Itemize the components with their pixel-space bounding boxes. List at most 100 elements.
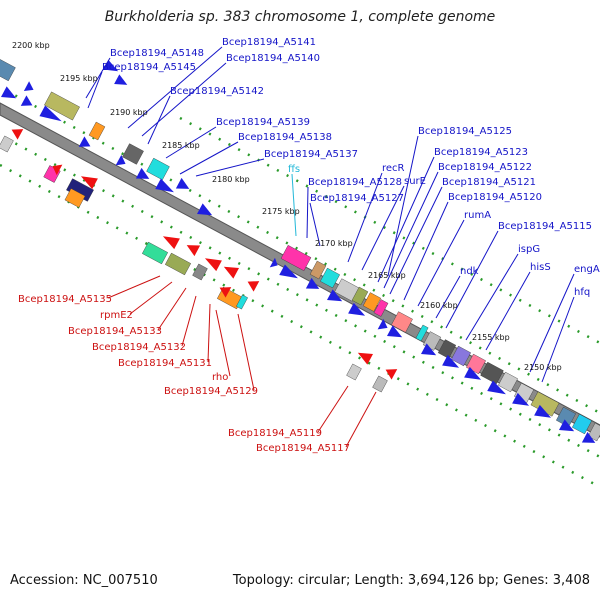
forward-gene-label-bcep18194-a5125[interactable]: Bcep18194_A5125 bbox=[418, 126, 512, 137]
forward-gene-block bbox=[88, 121, 106, 141]
reverse-gene-label-bcep18194-a5119[interactable]: Bcep18194_A5119 bbox=[228, 428, 322, 439]
scale-tick-label: 2165 kbp bbox=[368, 271, 406, 280]
forward-gene-arrow bbox=[114, 74, 128, 85]
forward-gene-arrow bbox=[269, 257, 278, 268]
forward-gene-block bbox=[373, 299, 389, 317]
forward-gene-block bbox=[334, 278, 360, 302]
scale-tick-label: 2195 kbp bbox=[60, 74, 98, 83]
leader-line bbox=[195, 158, 265, 177]
reverse-gene-arrow bbox=[204, 258, 222, 272]
forward-gene-label-ispg[interactable]: ispG bbox=[518, 244, 540, 255]
forward-gene-label-bcep18194-a5148[interactable]: Bcep18194_A5148 bbox=[110, 48, 204, 59]
leader-line bbox=[157, 287, 187, 331]
reverse-gene-block bbox=[64, 188, 86, 208]
reverse-gene-label-bcep18194-a5133[interactable]: Bcep18194_A5133 bbox=[68, 326, 162, 337]
reverse-gene-arrow bbox=[11, 129, 24, 140]
forward-gene-arrow bbox=[534, 404, 552, 418]
reverse-gene-arrow bbox=[52, 164, 63, 176]
forward-gene-block bbox=[362, 292, 382, 312]
reverse-gene-label-rho[interactable]: rho bbox=[212, 372, 228, 383]
reverse-gene-label-bcep18194-a5117[interactable]: Bcep18194_A5117 bbox=[256, 443, 350, 454]
forward-gene-label-hfq[interactable]: hfq bbox=[574, 287, 590, 298]
reverse-gene-block bbox=[164, 252, 192, 276]
forward-gene-block bbox=[451, 345, 471, 367]
forward-gene-arrow bbox=[464, 366, 482, 380]
forward-gene-label-bcep18194-a5123[interactable]: Bcep18194_A5123 bbox=[434, 147, 528, 158]
reverse-gene-block bbox=[0, 135, 14, 153]
reverse-gene-label-bcep18194-a5131[interactable]: Bcep18194_A5131 bbox=[118, 358, 212, 369]
forward-gene-label-bcep18194-a5139[interactable]: Bcep18194_A5139 bbox=[216, 117, 310, 128]
forward-gene-label-sure[interactable]: surE bbox=[404, 176, 426, 187]
forward-gene-label-ruma[interactable]: rumA bbox=[464, 210, 491, 221]
leader-line bbox=[181, 295, 197, 347]
leader-line bbox=[345, 391, 377, 448]
forward-gene-arrow bbox=[23, 81, 34, 91]
forward-gene-arrow bbox=[39, 105, 62, 122]
leader-line bbox=[215, 309, 231, 377]
reverse-gene-label-bcep18194-a5135[interactable]: Bcep18194_A5135 bbox=[18, 294, 112, 305]
leader-line bbox=[377, 156, 435, 283]
dotted-ring-outer bbox=[179, 116, 600, 345]
forward-gene-label-enga[interactable]: engA bbox=[574, 264, 600, 275]
forward-gene-arrow bbox=[442, 354, 460, 368]
reverse-gene-label-bcep18194-a5129[interactable]: Bcep18194_A5129 bbox=[164, 386, 258, 397]
reverse-gene-label-bcep18194-a5132[interactable]: Bcep18194_A5132 bbox=[92, 342, 186, 353]
leader-line bbox=[309, 202, 321, 247]
forward-gene-block bbox=[280, 244, 312, 272]
forward-gene-arrow bbox=[279, 264, 298, 279]
forward-gene-block bbox=[44, 91, 80, 121]
forward-gene-label-bcep18194-a5120[interactable]: Bcep18194_A5120 bbox=[448, 192, 542, 203]
leader-line bbox=[417, 219, 465, 307]
leader-line bbox=[129, 281, 173, 315]
forward-gene-label-bcep18194-a5121[interactable]: Bcep18194_A5121 bbox=[442, 177, 536, 188]
forward-gene-block bbox=[572, 413, 592, 435]
forward-gene-label-bcep18194-a5140[interactable]: Bcep18194_A5140 bbox=[226, 53, 320, 64]
forward-gene-arrow bbox=[0, 86, 17, 99]
forward-gene-label-bcep18194-a5138[interactable]: Bcep18194_A5138 bbox=[238, 132, 332, 143]
leader-line bbox=[306, 186, 309, 239]
genome-info-text: Topology: circular; Length: 3,694,126 bp… bbox=[232, 573, 590, 588]
forward-gene-block bbox=[587, 422, 600, 442]
scale-tick-label: 2185 kbp bbox=[162, 141, 200, 150]
scale-tick-label: 2190 kbp bbox=[110, 108, 148, 117]
leader-line bbox=[445, 230, 499, 329]
scale-tick-label: 2175 kbp bbox=[262, 207, 300, 216]
forward-gene-label-recr[interactable]: recR bbox=[382, 163, 405, 174]
forward-gene-label-bcep18194-a5128[interactable]: Bcep18194_A5128 bbox=[308, 177, 402, 188]
forward-gene-label-bcep18194-a5115[interactable]: Bcep18194_A5115 bbox=[498, 221, 592, 232]
leader-line bbox=[291, 173, 297, 237]
forward-gene-block bbox=[351, 286, 369, 306]
forward-gene-label-bcep18194-a5141[interactable]: Bcep18194_A5141 bbox=[222, 37, 316, 48]
forward-gene-label-bcep18194-a5127[interactable]: Bcep18194_A5127 bbox=[310, 193, 404, 204]
forward-gene-arrow bbox=[487, 380, 506, 395]
forward-gene-block bbox=[122, 143, 144, 165]
leader-line bbox=[383, 171, 439, 289]
forward-gene-label-bcep18194-a5142[interactable]: Bcep18194_A5142 bbox=[170, 86, 264, 97]
reverse-gene-arrow bbox=[357, 352, 374, 365]
forward-gene-label-hiss[interactable]: hisS bbox=[530, 262, 551, 273]
dotted-ring-1 bbox=[0, 133, 600, 459]
forward-gene-arrow bbox=[326, 289, 343, 302]
forward-gene-label-bcep18194-a5122[interactable]: Bcep18194_A5122 bbox=[438, 162, 532, 173]
forward-strand-features bbox=[0, 59, 600, 443]
leader-line bbox=[317, 385, 349, 433]
forward-gene-arrow bbox=[420, 343, 437, 356]
forward-gene-label-ndk[interactable]: ndk bbox=[460, 266, 479, 277]
scale-tick-label: 2200 kbp bbox=[12, 41, 50, 50]
rna-label-ffs[interactable]: ffs bbox=[288, 164, 300, 175]
label-leader-lines bbox=[85, 46, 575, 448]
leader-line bbox=[87, 71, 103, 109]
scale-tick-label: 2160 kbp bbox=[420, 301, 458, 310]
forward-gene-label-bcep18194-a5145[interactable]: Bcep18194_A5145 bbox=[102, 62, 196, 73]
reverse-gene-block bbox=[192, 263, 208, 281]
leader-line bbox=[237, 313, 255, 391]
leader-line bbox=[165, 126, 217, 159]
reverse-gene-arrow bbox=[385, 369, 398, 380]
leader-line bbox=[403, 201, 449, 301]
reverse-gene-label-rpme2[interactable]: rpmE2 bbox=[100, 310, 133, 321]
reverse-gene-block bbox=[141, 241, 169, 265]
forward-gene-label-bcep18194-a5137[interactable]: Bcep18194_A5137 bbox=[264, 149, 358, 160]
leader-line bbox=[465, 253, 519, 341]
forward-gene-arrow bbox=[155, 178, 174, 193]
